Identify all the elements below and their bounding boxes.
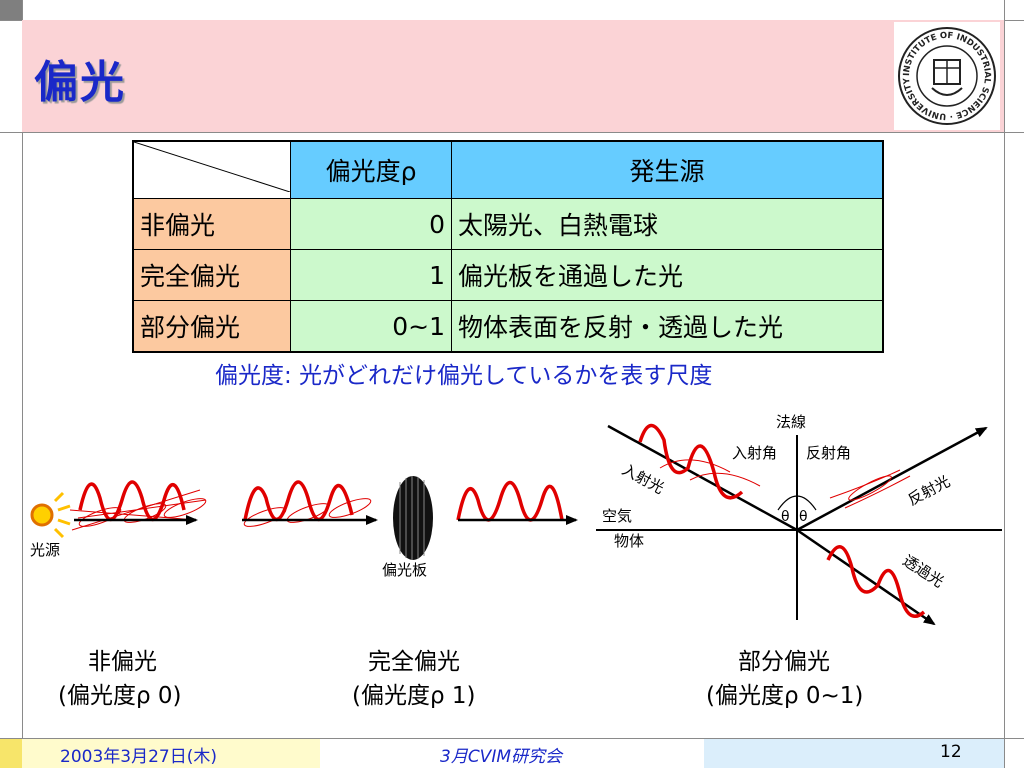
normal-label: 法線 (776, 413, 806, 431)
polarized-wave (456, 480, 564, 522)
table-row: 非偏光 0 太陽光、白熱電球 (132, 198, 884, 250)
angle-arc (777, 495, 817, 511)
polarizer-label: 偏光板 (382, 561, 427, 579)
corner-decoration (0, 0, 22, 20)
row-value: 0 (290, 198, 452, 250)
light-source-label: 光源 (30, 541, 60, 559)
full-polarized-label: 完全偏光 (368, 649, 460, 675)
row-source: 物体表面を反射・透過した光 (451, 300, 884, 353)
theta-reflect: θ (799, 509, 808, 525)
incident-wave (638, 423, 744, 500)
header-source: 発生源 (451, 140, 884, 199)
title-band (22, 20, 1004, 132)
footer-top-rule (0, 738, 1024, 739)
row-label: 部分偏光 (132, 300, 291, 353)
incident-ray (607, 424, 798, 532)
row-label: 完全偏光 (132, 249, 291, 301)
footer-right-band (704, 738, 1004, 768)
row-value: 1 (290, 249, 452, 301)
row-source: 偏光板を通過した光 (451, 249, 884, 301)
incident-wave-lines (659, 459, 761, 487)
left-rule (22, 0, 23, 768)
page-title: 偏光 (34, 57, 126, 108)
transmitted-wave (826, 545, 926, 618)
light-source-icon (30, 491, 71, 539)
footer-title: 3月CVIM研究会 (440, 747, 562, 767)
reflected-light-label: 反射光 (905, 472, 953, 509)
unpolarized-wave (69, 480, 207, 531)
full-polarized-degree: (偏光度ρ 1) (352, 683, 476, 709)
pre-polarizer-wave (243, 480, 372, 527)
partial-polarized-label: 部分偏光 (738, 649, 830, 675)
unpolarized-label: 非偏光 (88, 649, 157, 675)
footer-date: 2003年3月27日(木) (60, 747, 217, 767)
incident-light-label: 入射光 (619, 460, 667, 497)
reflected-ray (796, 426, 988, 532)
row-label: 非偏光 (132, 198, 291, 250)
page-number: 12 (940, 742, 962, 762)
object-label: 物体 (614, 532, 644, 550)
footer-left-accent (0, 738, 22, 768)
transmitted-ray (796, 528, 936, 626)
header-degree: 偏光度ρ (290, 140, 452, 199)
air-label: 空気 (602, 507, 632, 525)
table-row: 完全偏光 1 偏光板を通過した光 (132, 249, 884, 301)
theta-incident: θ (781, 509, 790, 525)
reflect-angle-label: 反射角 (806, 444, 851, 462)
polarization-table: 偏光度ρ 発生源 非偏光 0 太陽光、白熱電球 完全偏光 1 偏光板を通過した光… (132, 140, 884, 353)
table-header-row: 偏光度ρ 発生源 (132, 140, 884, 199)
transmitted-light-label: 透過光 (899, 551, 947, 591)
right-rule (1004, 0, 1005, 768)
unpolarized-degree: (偏光度ρ 0) (58, 683, 182, 709)
polarizer-icon (393, 476, 433, 560)
partial-polarized-degree: (偏光度ρ 0~1) (706, 683, 864, 709)
table-row: 部分偏光 0~1 物体表面を反射・透過した光 (132, 300, 884, 353)
row-value: 0~1 (290, 300, 452, 353)
diagonal-header-cell (132, 140, 291, 199)
row-source: 太陽光、白熱電球 (451, 198, 884, 250)
diagonal-line (133, 141, 291, 193)
caption: 偏光度: 光がどれだけ偏光しているかを表す尺度 (215, 363, 713, 389)
footer-left-band (0, 738, 320, 768)
university-logo: INSTITUTE OF INDUSTRIAL SCIENCE · UNIVER… (894, 22, 1000, 130)
incident-angle-label: 入射角 (732, 444, 777, 462)
title-bottom-rule (0, 132, 1024, 133)
polarization-diagram: 光源 偏光板 (30, 413, 1002, 626)
